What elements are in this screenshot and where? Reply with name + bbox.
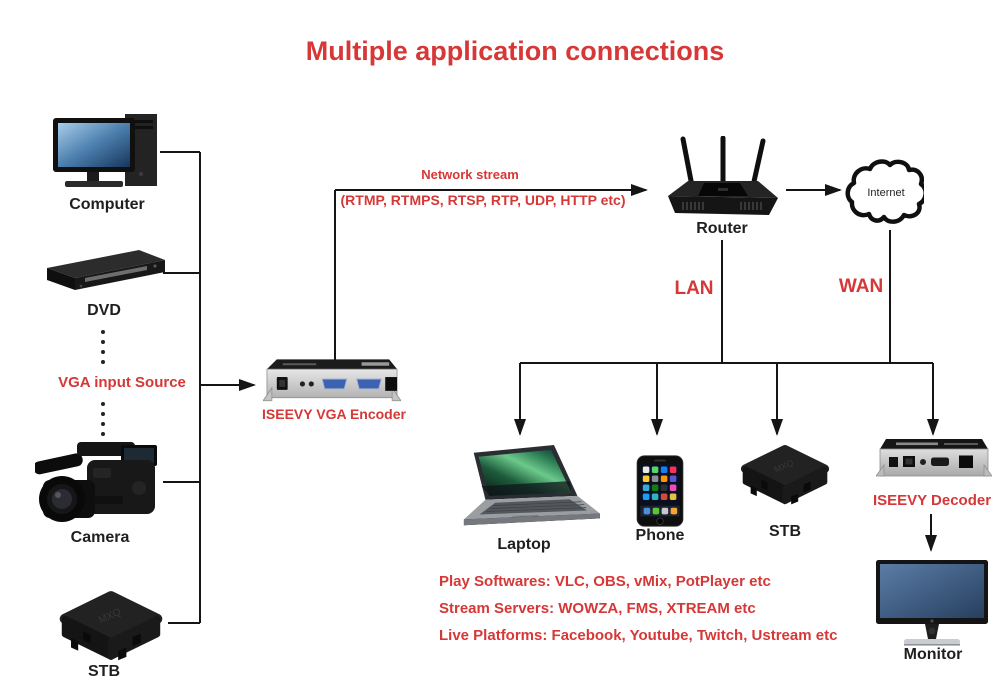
camera-image: [35, 442, 157, 522]
camera-label: Camera: [70, 529, 130, 546]
network-stream-label: Network stream: [421, 167, 519, 182]
play-softwares-note: Play Softwares: VLC, OBS, vMix, PotPlaye…: [439, 573, 771, 590]
dvd-player-image: [47, 250, 165, 290]
dvd-label: DVD: [87, 302, 121, 319]
wan-label: WAN: [838, 276, 884, 297]
encoder-label: ISEEVY VGA Encoder: [262, 406, 406, 422]
ellipsis-dots-top: [101, 330, 105, 364]
computer-label: Computer: [69, 196, 145, 213]
network-protocols-label: (RTMP, RTMPS, RTSP, RTP, UDP, HTTP etc): [340, 192, 626, 208]
phone-label: Phone: [635, 527, 685, 544]
monitor-label: Monitor: [903, 646, 963, 663]
live-platforms-note: Live Platforms: Facebook, Youtube, Twitc…: [439, 627, 838, 644]
footer-notes: Play Softwares: VLC, OBS, vMix, PotPlaye…: [439, 568, 837, 649]
laptop-image: [463, 444, 600, 526]
phone-image: [636, 455, 684, 527]
internet-cloud: Internet: [845, 159, 924, 224]
laptop-label: Laptop: [497, 536, 551, 553]
page-title: Multiple application connections: [305, 36, 725, 66]
router-label: Router: [696, 220, 748, 237]
stream-servers-note: Stream Servers: WOWZA, FMS, XTREAM etc: [439, 600, 756, 617]
vga-encoder-image: [263, 359, 401, 402]
lan-label: LAN: [674, 278, 714, 299]
internet-label: Internet: [867, 187, 904, 199]
monitor-image: [876, 560, 988, 646]
router-image: [668, 136, 778, 215]
vga-input-source-label: VGA input Source: [58, 374, 186, 391]
computer-image: [53, 114, 157, 187]
ellipsis-dots-bottom: [101, 402, 105, 436]
stb-left-image: MXQ: [59, 591, 163, 661]
decoder-image: [876, 439, 992, 477]
stb-left-label: STB: [88, 663, 120, 680]
stb-right-label: STB: [769, 523, 801, 540]
decoder-label: ISEEVY Decoder: [872, 492, 992, 509]
stb-right-image: MXQ: [740, 445, 830, 505]
